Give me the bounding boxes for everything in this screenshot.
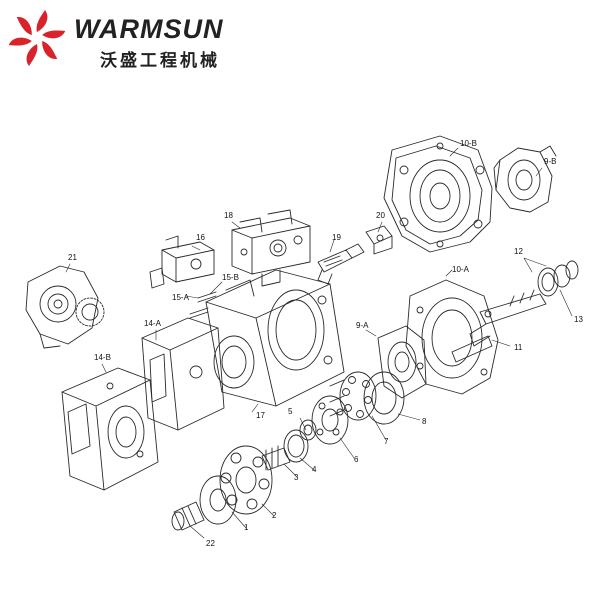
part-label-14b: 14-B [94,353,111,362]
part-8-shoe-plate [363,371,405,425]
brand-name-cn: 沃盛工程机械 [100,51,220,71]
part-label-15a: 15-A [172,293,189,302]
part-label-13: 13 [574,315,583,324]
logo-petal [42,30,66,39]
part-5-spherical-bush [299,419,317,441]
part-label-14a: 14-A [144,319,161,328]
logo-petal [36,10,48,32]
part-label-9a: 9-A [356,321,369,330]
logo-petal [26,44,38,66]
part-label-16: 16 [196,233,205,242]
part-21-gear-pump [25,265,105,349]
part-label-10b: 10-B [460,139,477,148]
part-14b-rear-housing [61,367,159,491]
part-2-cylinder-block [219,445,273,515]
part-label-10a: 10-A [452,265,469,274]
part-label-4: 4 [312,465,317,474]
part-label-18: 18 [224,211,233,220]
part-9a-swash-plate [377,325,427,399]
part-9b-retainer [493,145,557,213]
part-label-3: 3 [294,473,299,482]
part-label-21: 21 [68,253,77,262]
part-label-7: 7 [384,437,389,446]
warmsun-pinwheel-icon [8,10,66,66]
part-19-shaft [317,243,365,285]
part-22-bearing [171,501,205,531]
part-15-bolts [189,291,217,319]
part-20-fitting [365,225,393,255]
part-3-pins [261,445,291,471]
part-12-13-seals [537,260,579,297]
part-18-regulator [231,209,311,287]
part-label-8: 8 [422,417,427,426]
leader-lines [65,147,573,539]
part-4-spring [283,429,309,463]
part-11-drive-shaft [451,289,547,363]
part-10b-front-cover [383,135,493,253]
part-label-15b: 15-B [222,273,239,282]
part-6-retainer-plate [311,395,349,445]
brand-logo: WARMSUN 沃盛工程机械 [8,8,268,71]
part-1-valve-plate [199,475,237,525]
logo-petal [16,17,32,35]
logo-petal [42,41,58,59]
part-14a-middle-block [141,317,225,431]
part-label-1: 1 [244,523,249,532]
part-10a-flange [405,279,499,395]
part-label-19: 19 [332,233,341,242]
part-label-9b: 9-B [544,157,557,166]
part-17-main-casing [205,269,345,407]
part-label-5: 5 [288,407,293,416]
part-label-12: 12 [514,247,523,256]
part-label-22: 22 [206,539,215,548]
part-label-20: 20 [376,211,385,220]
logo-petal [8,37,32,46]
part-label-2: 2 [272,511,277,520]
part-label-6: 6 [354,455,359,464]
part-label-17: 17 [256,411,265,420]
part-7-pistons [329,371,377,421]
part-label-11: 11 [514,343,523,352]
brand-name-en: WARMSUN [74,14,224,44]
part-16-valve [149,235,215,289]
